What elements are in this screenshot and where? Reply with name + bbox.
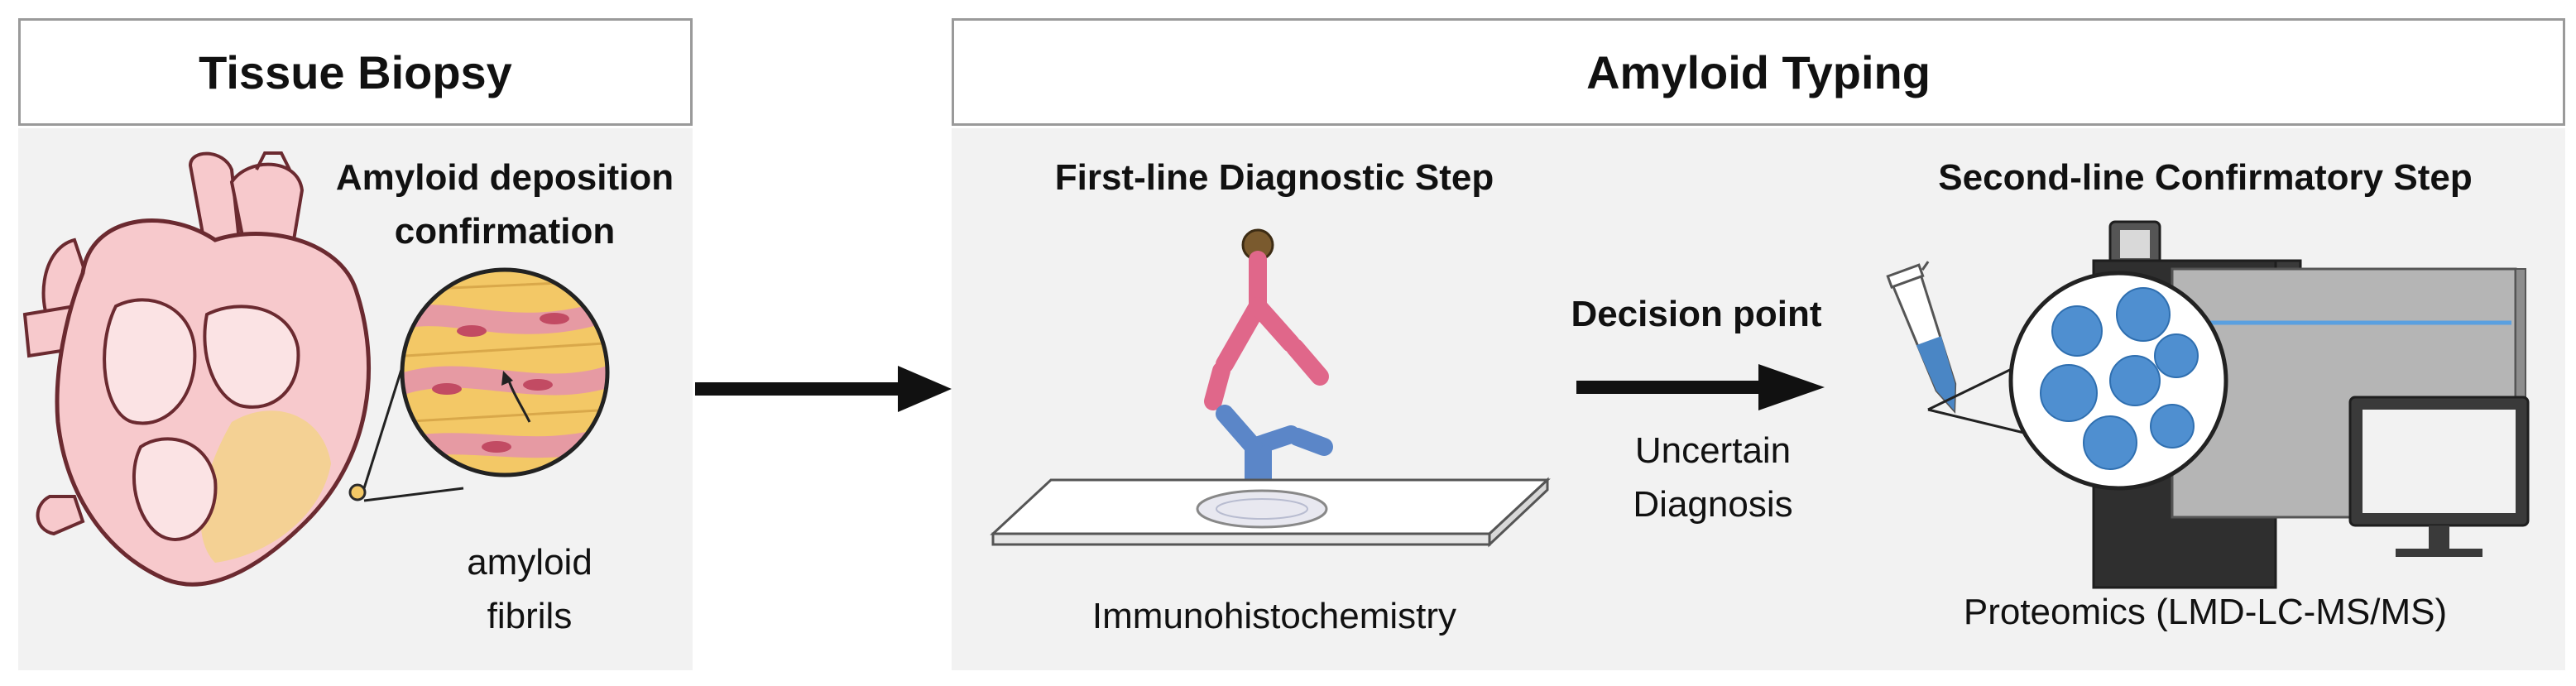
decision-point-label: Decision point [1571, 294, 1822, 334]
second-line-method: Proteomics (LMD-LC-MS/MS) [1963, 592, 2448, 632]
first-line-method: Immunohistochemistry [1091, 596, 1457, 636]
second-line-title: Second-line Confirmatory Step [1938, 157, 2473, 198]
deposition-title-line1: Amyloid deposition [335, 157, 674, 198]
first-line-title: First-line Diagnostic Step [1054, 157, 1494, 198]
proteomics-illustration [1886, 220, 2530, 589]
heart-illustration [22, 151, 372, 587]
amyloid-typing-header: Amyloid Typing [952, 18, 2565, 126]
immunohistochemistry-illustration [990, 228, 1551, 548]
uncertain-line2: Diagnosis [1633, 484, 1793, 525]
deposition-title-line2: confirmation [394, 211, 616, 252]
decision-arrow [1576, 364, 1825, 410]
tissue-biopsy-header: Tissue Biopsy [18, 18, 693, 126]
fibrils-label-line2: fibrils [487, 596, 573, 636]
amyloid-magnifier [400, 267, 610, 477]
transition-arrow [695, 366, 952, 412]
fibrils-label-line1: amyloid [467, 542, 592, 583]
uncertain-line1: Uncertain [1634, 430, 1792, 471]
